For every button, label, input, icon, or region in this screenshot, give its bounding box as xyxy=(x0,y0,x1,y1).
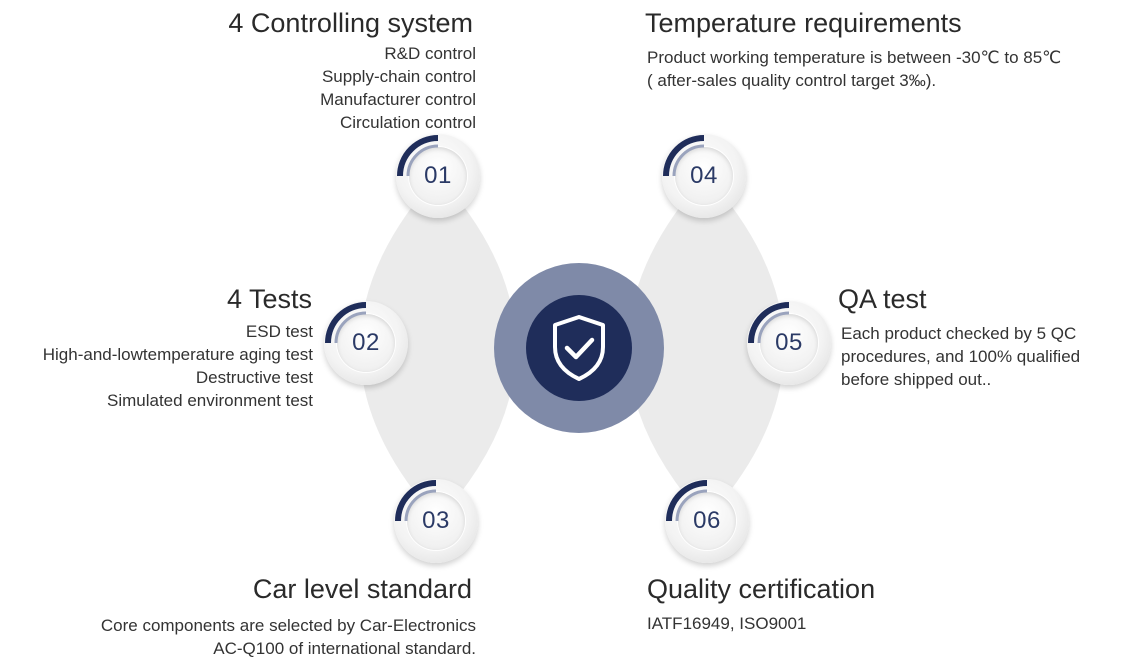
badge-number: 05 xyxy=(775,329,803,356)
center-inner-circle xyxy=(526,295,632,401)
badge-05: 05 xyxy=(747,301,831,385)
section-04-line: ( after-sales quality control target 3‰)… xyxy=(647,71,937,90)
section-01-line: R&D control xyxy=(384,44,476,63)
section-04-description: Product working temperature is between -… xyxy=(647,46,1061,92)
section-04-line: Product working temperature is between -… xyxy=(647,48,1062,67)
badge-arc-icon xyxy=(325,302,367,344)
section-03-title: Car level standard xyxy=(252,574,472,604)
section-06-title: Quality certification xyxy=(647,574,876,604)
badge-03: 03 xyxy=(394,479,478,563)
section-04-title: Temperature requirements xyxy=(645,8,962,38)
badge-arc-icon xyxy=(748,302,790,344)
section-03-line: AC-Q100 of international standard. xyxy=(213,639,476,658)
badge-arc-icon xyxy=(666,480,708,522)
section-06-description: IATF16949, ISO9001 xyxy=(647,612,806,635)
section-01-line: Circulation control xyxy=(339,113,476,132)
badge-number: 06 xyxy=(693,507,721,534)
badge-inner xyxy=(675,147,733,205)
badge-inner xyxy=(409,147,467,205)
badge-inner xyxy=(760,314,818,372)
section-05-line: before shipped out.. xyxy=(841,370,992,389)
badge-inner xyxy=(407,492,465,550)
section-01-title: 4 Controlling system xyxy=(228,8,473,38)
section-01-line: Manufacturer control xyxy=(320,90,476,109)
badge-inner xyxy=(337,314,395,372)
badge-02: 02 xyxy=(324,301,408,385)
badge-arc-icon xyxy=(397,135,439,177)
shield-check-icon xyxy=(553,315,605,381)
section-05-description: Each product checked by 5 QC procedures,… xyxy=(841,322,1080,391)
section-01-line: Supply-chain control xyxy=(321,67,476,86)
section-02-line: High-and-lowtemperature aging test xyxy=(42,345,313,364)
badge-arc-icon xyxy=(663,135,705,177)
section-03-description: Core components are selected by Car-Elec… xyxy=(101,614,476,660)
section-05-line: procedures, and 100% qualified xyxy=(841,347,1081,366)
section-02-title: 4 Tests xyxy=(226,284,312,314)
badge-inner xyxy=(678,492,736,550)
badge-04: 04 xyxy=(662,134,746,218)
badge-number: 03 xyxy=(422,507,450,534)
section-05-line: Each product checked by 5 QC xyxy=(841,324,1077,343)
section-06-line: IATF16949, ISO9001 xyxy=(647,614,807,633)
section-02-line: Simulated environment test xyxy=(107,391,313,410)
badge-number: 01 xyxy=(424,162,452,189)
left-lens-shape xyxy=(360,175,516,520)
badge-06: 06 xyxy=(665,479,749,563)
badge-01: 01 xyxy=(396,134,480,218)
badge-arc-icon xyxy=(395,480,437,522)
section-02-description: ESD test High-and-lowtemperature aging t… xyxy=(43,320,313,412)
section-02-line: ESD test xyxy=(245,322,313,341)
badge-number: 04 xyxy=(690,162,718,189)
section-01-description: R&D control Supply-chain control Manufac… xyxy=(320,42,476,134)
badge-number: 02 xyxy=(352,329,380,356)
section-02-line: Destructive test xyxy=(195,368,313,387)
right-lens-shape xyxy=(628,175,784,520)
section-05-title: QA test xyxy=(838,284,927,314)
section-03-line: Core components are selected by Car-Elec… xyxy=(100,616,476,635)
